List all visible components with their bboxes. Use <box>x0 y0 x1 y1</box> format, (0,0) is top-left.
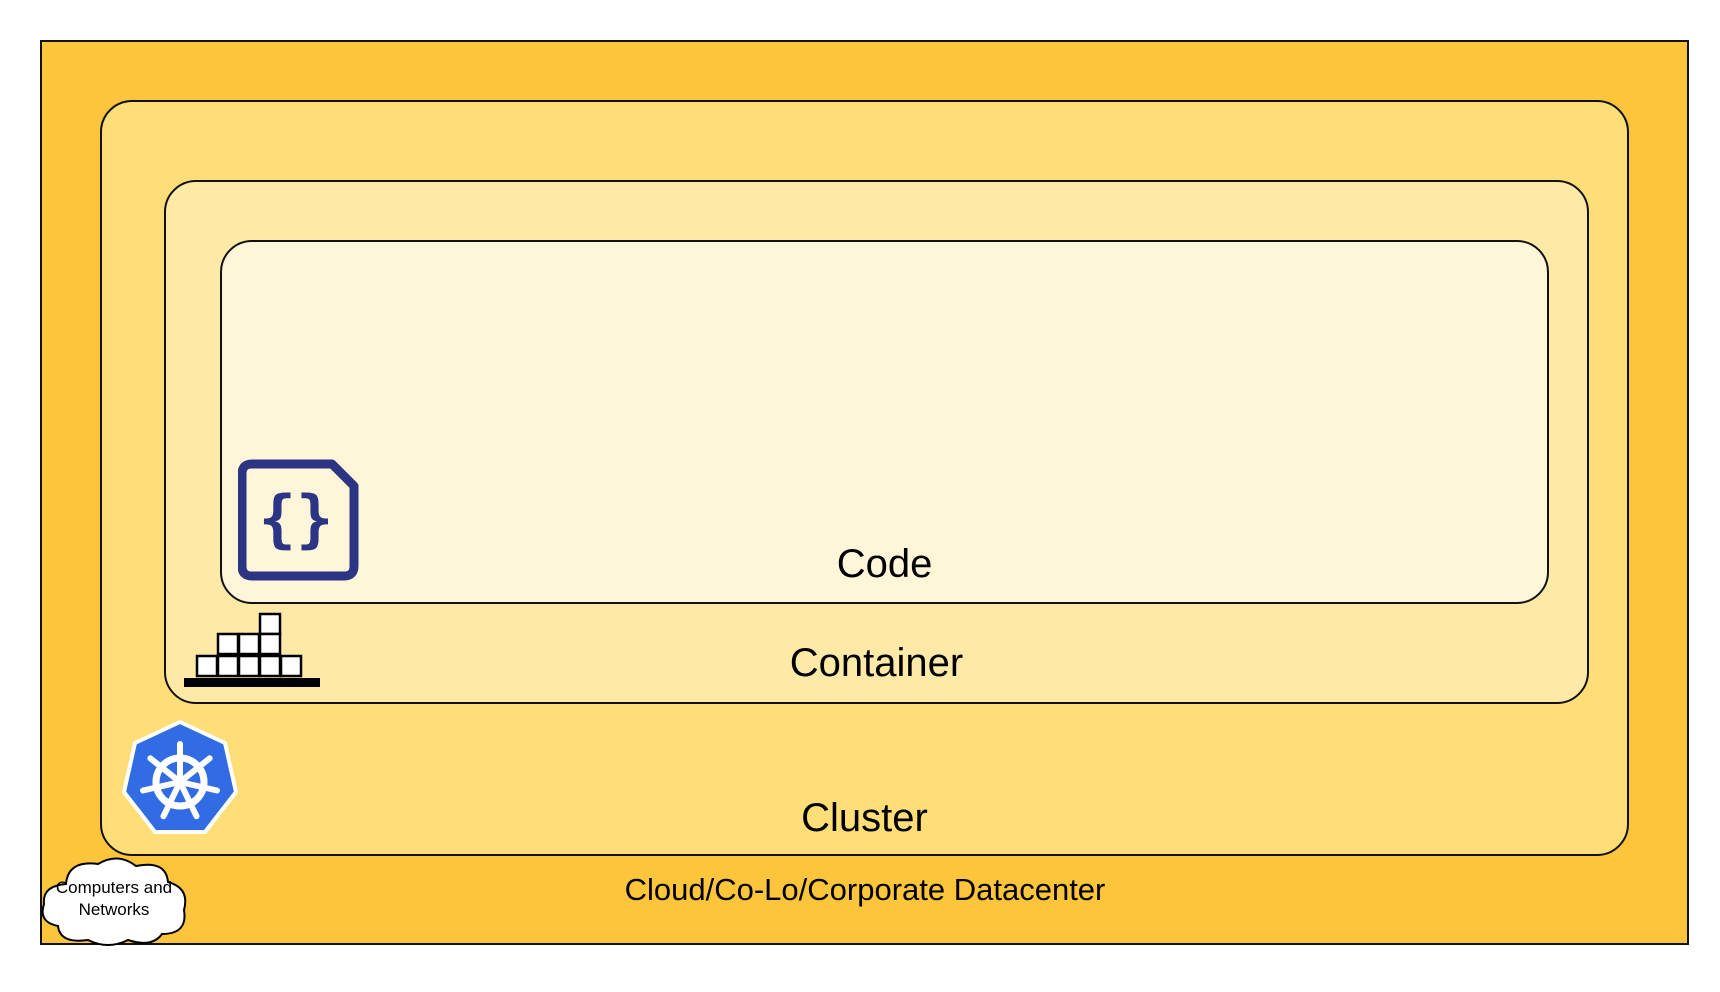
code-file-outline <box>238 459 359 581</box>
code-file-icon: {} <box>238 459 359 581</box>
container-stack-icon <box>184 612 320 687</box>
datacenter-layer-label: Cloud/Co-Lo/Corporate Datacenter <box>624 872 1106 907</box>
code-layer <box>220 240 1549 604</box>
cloud-label: Computers and Networks <box>55 878 173 919</box>
code-braces: {} <box>259 482 334 555</box>
container-layer-label: Container <box>789 641 964 685</box>
cluster-layer-label: Cluster <box>801 796 928 840</box>
kubernetes-icon <box>122 720 238 834</box>
code-layer-label: Code <box>836 542 933 586</box>
cloud-icon <box>41 857 187 946</box>
